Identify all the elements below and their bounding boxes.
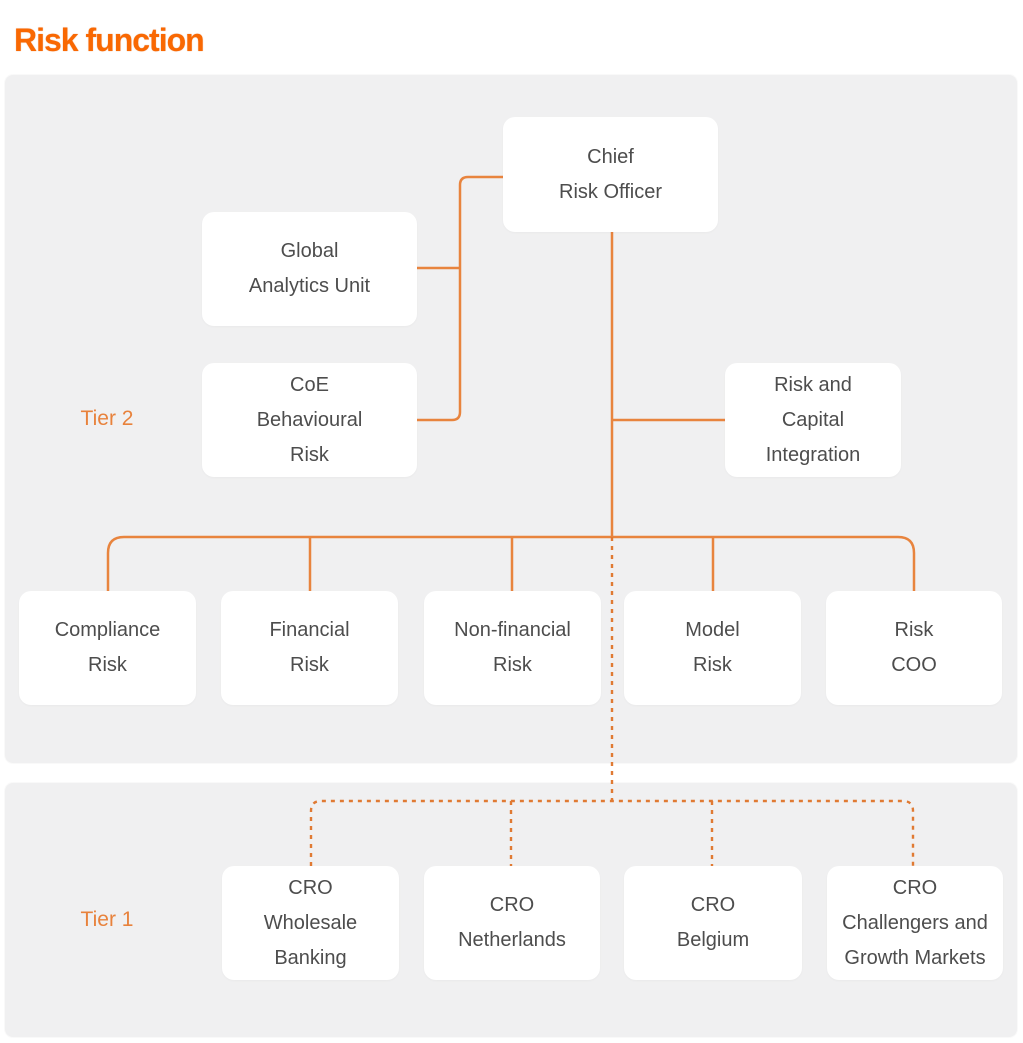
org-node-label: CRO Wholesale Banking — [263, 876, 358, 969]
org-node-label: Global Analytics Unit — [248, 240, 371, 297]
org-node-label: Non-financial Risk — [454, 619, 571, 676]
org-node-label: CRO Netherlands — [458, 894, 566, 951]
org-node-cro-challengers-growth-markets: CRO Challengers and Growth Markets — [827, 866, 1003, 980]
org-node-chief-risk-officer: Chief Risk Officer — [503, 117, 718, 232]
org-node-cro-netherlands: CRO Netherlands — [424, 866, 600, 980]
page-title: Risk function — [14, 22, 205, 58]
org-node-coe-behavioural-risk: CoE Behavioural Risk — [202, 363, 417, 477]
org-node-financial-risk: Financial Risk — [221, 591, 398, 705]
tier1-label: Tier 1 — [80, 908, 134, 931]
org-node-label: Risk COO — [891, 619, 937, 676]
org-node-label: Compliance Risk — [54, 619, 161, 676]
org-node-label: CoE Behavioural Risk — [256, 373, 363, 466]
org-node-label: Model Risk — [685, 619, 740, 676]
org-node-risk-and-capital-integration: Risk and Capital Integration — [725, 363, 901, 477]
org-node-label: Chief Risk Officer — [559, 145, 662, 203]
org-node-compliance-risk: Compliance Risk — [19, 591, 196, 705]
org-node-risk-coo: Risk COO — [826, 591, 1002, 705]
org-node-cro-belgium: CRO Belgium — [624, 866, 802, 980]
tier2-label: Tier 2 — [80, 407, 134, 430]
org-node-model-risk: Model Risk — [624, 591, 801, 705]
org-node-label: Financial Risk — [269, 619, 350, 676]
org-node-cro-wholesale-banking: CRO Wholesale Banking — [222, 866, 399, 980]
org-node-global-analytics-unit: Global Analytics Unit — [202, 212, 417, 326]
org-node-non-financial-risk: Non-financial Risk — [424, 591, 601, 705]
org-node-label: CRO Belgium — [676, 894, 750, 951]
org-node-label: Risk and Capital Integration — [765, 373, 861, 466]
org-node-label: CRO Challengers and Growth Markets — [842, 876, 988, 969]
